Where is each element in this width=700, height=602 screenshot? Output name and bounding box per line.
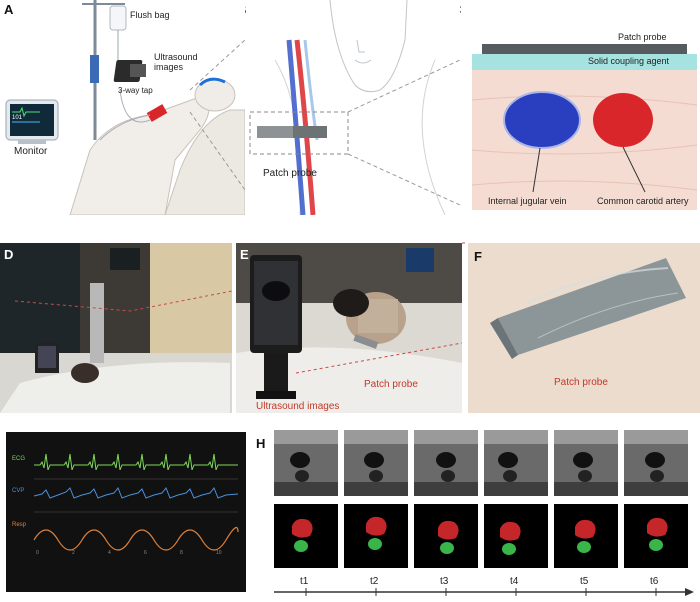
ecg-label: ECG (12, 456, 26, 462)
panel-a-illustration: 101 (5, 0, 245, 215)
panel-e-ultrasound-images-label: Ultrasound images (256, 401, 340, 412)
panel-f: F Patch probe (468, 243, 700, 413)
svg-text:4: 4 (108, 550, 111, 556)
panel-e-letter: E (240, 247, 249, 262)
ultrasound-images-label: Ultrasound images (154, 52, 198, 72)
vein-segment (438, 520, 459, 540)
time-label: t3 (440, 576, 449, 587)
vein-segment (366, 516, 387, 536)
panel-h-letter: H (256, 436, 266, 451)
waveform-plot: 0 2 4 6 8 10 (33, 453, 239, 556)
segmentation-frame (274, 504, 338, 568)
vein-segment (292, 518, 313, 538)
panel-d-photo (0, 243, 232, 413)
resp-trace (33, 526, 239, 551)
panel-e-patch-probe-label: Patch probe (364, 379, 418, 390)
ultrasound-frame (484, 430, 548, 496)
panel-a: 101 A Flush bag Ultrasound images 3-way … (0, 0, 245, 215)
vein-segment (647, 517, 668, 537)
svg-text:6: 6 (144, 550, 147, 556)
ultrasound-frame (414, 430, 478, 496)
panel-b-patch-probe-label: Patch probe (263, 168, 317, 179)
artery-segment (368, 538, 382, 550)
panel-c-patch-probe-label: Patch probe (618, 32, 667, 42)
artery-segment (294, 540, 308, 552)
panel-h: t1 t2 t3 t4 t5 (270, 430, 700, 602)
segmentation-frame (554, 504, 618, 568)
segmentation-frame (414, 504, 478, 568)
panel-b: B Patch probe (245, 0, 460, 215)
panel-g: 0 2 4 6 8 10 ECG CVP Resp (6, 432, 246, 592)
cvp-label: CVP (12, 488, 25, 494)
time-label: t5 (580, 576, 589, 587)
ultrasound-frame (624, 430, 688, 496)
panel-f-photo (468, 243, 700, 413)
panel-c-illustration (471, 44, 698, 210)
ultrasound-frame (344, 430, 408, 496)
flush-bag-label: Flush bag (130, 10, 170, 20)
panel-e-photo (236, 243, 462, 413)
artery-segment (440, 542, 454, 554)
monitor-label: Monitor (14, 146, 48, 157)
common-carotid-artery-label: Common carotid artery (597, 196, 689, 206)
artery-segment (577, 541, 591, 553)
resp-label: Resp (12, 522, 27, 528)
panel-a-letter: A (4, 2, 14, 17)
ecg-trace (34, 453, 238, 471)
coupling-agent-label: Solid coupling agent (588, 56, 670, 66)
ultrasound-frame (274, 430, 338, 496)
time-label: t1 (300, 576, 309, 587)
time-label: t6 (650, 576, 659, 587)
ultrasound-frame (554, 430, 618, 496)
panel-e: E Ultrasound images Patch probe (236, 243, 462, 413)
vein-segment (575, 519, 596, 539)
panel-d: D (0, 243, 232, 413)
time-axis (274, 588, 694, 596)
svg-text:2: 2 (72, 550, 75, 556)
panel-f-patch-probe-label: Patch probe (554, 377, 608, 388)
segmentation-frame (344, 504, 408, 568)
time-label: t2 (370, 576, 379, 587)
panel-d-letter: D (4, 247, 14, 262)
svg-text:8: 8 (180, 550, 183, 556)
segmentation-frame (624, 504, 688, 568)
panel-f-letter: F (474, 249, 482, 264)
time-label: t4 (510, 576, 519, 587)
cvp-trace (33, 487, 239, 499)
svg-text:101: 101 (12, 115, 23, 121)
panel-c: C Patch probe Solid coupling agent Inter… (460, 0, 700, 215)
panel-b-letter: B (245, 2, 246, 17)
panel-b-illustration (249, 0, 460, 215)
panel-c-letter: C (460, 2, 461, 17)
segmentation-frame (484, 504, 548, 568)
artery-segment (649, 539, 663, 551)
internal-jugular-vein-label: Internal jugular vein (488, 196, 567, 206)
vein-segment (500, 521, 521, 541)
svg-text:10: 10 (216, 550, 222, 556)
three-way-tap-label: 3-way tap (118, 86, 153, 95)
artery-segment (502, 543, 516, 555)
svg-text:0: 0 (36, 550, 39, 556)
